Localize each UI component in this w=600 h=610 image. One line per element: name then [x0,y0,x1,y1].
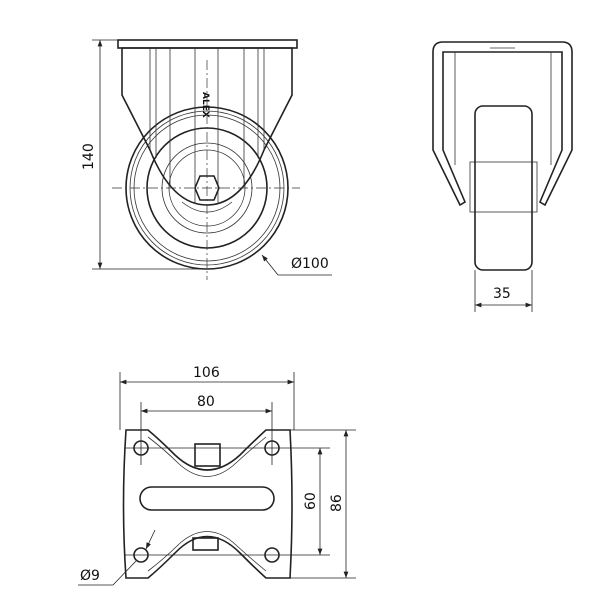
dimension-plate-length: 86 [290,429,356,579]
bolt-bottom [192,537,219,551]
dimension-height: 140 [81,39,207,270]
top-plate-view: 106 80 60 86 Ø9 [78,365,356,586]
side-view: 35 [432,41,573,312]
dimension-hole-spacing-x: 80 [140,394,273,465]
hole-spacing-y-label: 60 [303,492,319,510]
plate-length-label: 86 [329,494,345,512]
plate-width-label: 106 [193,365,220,381]
axle-nut [194,175,220,201]
side-wheel [474,105,533,271]
wheel-diameter-label: Ø100 [291,256,329,272]
wheel-width-label: 35 [493,286,511,302]
hole-spacing-x-label: 80 [197,394,215,410]
dimension-hole-diameter: Ø9 [78,529,156,586]
dimension-wheel-width: 35 [474,270,533,312]
front-view: ALEX 140 Ø100 [81,39,332,280]
bracket [117,39,298,213]
dimension-hole-spacing-y: 60 [125,447,330,556]
bolt-top [194,443,221,467]
dimension-plate-width: 106 [119,365,295,430]
dimension-wheel-diameter: Ø100 [261,254,332,276]
slot [139,486,275,511]
hole-diameter-label: Ø9 [80,568,100,584]
height-label: 140 [81,143,97,170]
logo-text: ALEX [200,92,210,118]
